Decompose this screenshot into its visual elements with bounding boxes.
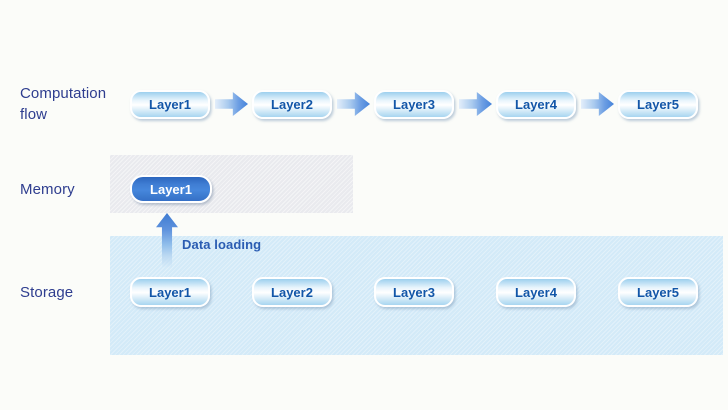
data-loading-label: Data loading — [182, 237, 262, 252]
storage-layer-box-5: Layer5 — [618, 277, 698, 307]
flow-layer-box-1: Layer1 — [130, 90, 210, 119]
storage-layer-box-4: Layer4 — [496, 277, 576, 307]
memory-panel — [110, 155, 353, 213]
right-arrow-icon — [459, 92, 492, 116]
flow-layer-box-3: Layer3 — [374, 90, 454, 119]
memory-layer-box-1: Layer1 — [130, 175, 212, 203]
storage-layer-box-3: Layer3 — [374, 277, 454, 307]
storage-label: Storage — [20, 284, 74, 301]
flow-layer-box-5: Layer5 — [618, 90, 698, 119]
memory-label: Memory — [20, 181, 75, 198]
flow-layer-box-4: Layer4 — [496, 90, 576, 119]
flow-layer-box-2: Layer2 — [252, 90, 332, 119]
right-arrow-icon — [337, 92, 370, 116]
storage-layer-box-2: Layer2 — [252, 277, 332, 307]
storage-layer-box-1: Layer1 — [130, 277, 210, 307]
right-arrow-icon — [215, 92, 248, 116]
right-arrow-icon — [581, 92, 614, 116]
computation-flow-label: Computation flow — [20, 85, 107, 123]
